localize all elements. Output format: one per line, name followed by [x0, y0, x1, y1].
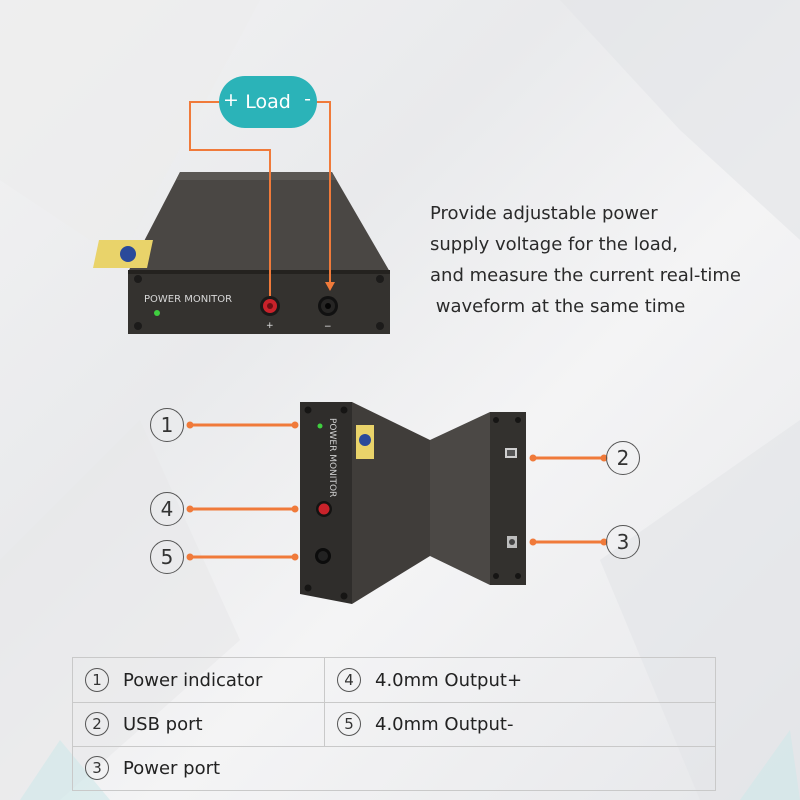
description-line: Provide adjustable power [430, 203, 658, 224]
plus-marking: + [266, 321, 274, 331]
legend-number: 4 [337, 668, 361, 692]
callout-lines [187, 423, 604, 559]
load-plus: + [223, 89, 239, 111]
legend-item-output-minus: 5 4.0mm Output- [337, 702, 513, 746]
legend-number: 3 [85, 756, 109, 780]
callout-2: 2 [606, 441, 640, 475]
description-line: and measure the current real-time [430, 265, 742, 286]
legend-label: Power indicator [123, 669, 263, 691]
load-minus: - [304, 88, 311, 110]
callout-1: 1 [150, 408, 184, 442]
device-brand-label: POWER MONITOR [144, 294, 232, 305]
legend-item-output-plus: 4 4.0mm Output+ [337, 658, 522, 702]
minus-marking: − [324, 322, 332, 332]
callout-3: 3 [606, 525, 640, 559]
legend-item-power-indicator: 1 Power indicator [85, 658, 262, 702]
legend-label: 4.0mm Output- [375, 713, 514, 735]
legend-label: Power port [123, 757, 221, 779]
load-node: + Load - [219, 76, 317, 128]
description-line: supply voltage for the load, [430, 234, 678, 255]
legend-label: USB port [123, 713, 203, 735]
callout-5: 5 [150, 540, 184, 574]
device-side-brand-label: POWER MONITOR [327, 418, 337, 497]
legend-item-power-port: 3 Power port [85, 746, 220, 790]
legend-table: 1 Power indicator 2 USB port 3 Power por… [72, 657, 716, 791]
power-indicator-led [154, 310, 160, 316]
legend-item-usb-port: 2 USB port [85, 702, 203, 746]
legend-number: 2 [85, 712, 109, 736]
power-monitor-side-views: POWER MONITOR [300, 402, 526, 604]
description-line: waveform at the same time [430, 296, 686, 317]
legend-number: 5 [337, 712, 361, 736]
legend-number: 1 [85, 668, 109, 692]
description-text: Provide adjustable power supply voltage f… [430, 198, 770, 322]
power-monitor-front-view: POWER MONITOR + − [93, 172, 390, 334]
legend-label: 4.0mm Output+ [375, 669, 523, 691]
callout-4: 4 [150, 492, 184, 526]
load-label: Load [245, 91, 291, 113]
